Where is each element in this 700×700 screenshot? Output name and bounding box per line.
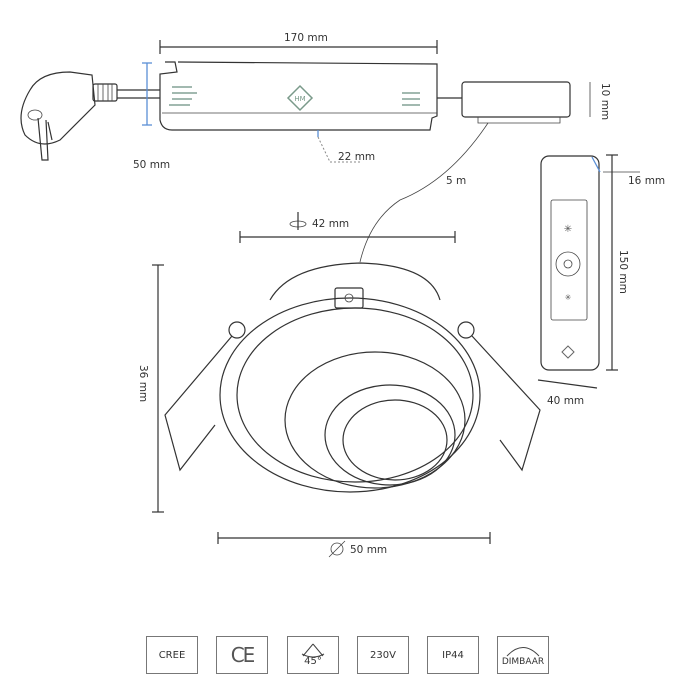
junction-box: 10 mm 5 m [359, 81, 611, 263]
led-driver: 50 mm HM 22 mm [133, 61, 462, 171]
saw-icon [289, 212, 307, 230]
badge-cree: CREE [146, 636, 198, 674]
diameter-icon [328, 540, 346, 558]
driver-length-label: 170 mm [284, 32, 328, 44]
driver-height-label: 50 mm [133, 159, 170, 171]
junction-height-label: 10 mm [599, 83, 611, 120]
badge-ip: IP44 [427, 636, 479, 674]
remote-length-label: 150 mm [617, 250, 629, 294]
voltage-label: 230V [370, 649, 396, 661]
beam-angle-label: 45° [304, 656, 322, 667]
lamp-height-label: 36 mm [137, 365, 149, 402]
cutout-label: 42 mm [312, 218, 349, 230]
svg-text:HM: HM [294, 95, 305, 103]
power-plug [20, 71, 160, 161]
brand-logo: HM [286, 84, 314, 112]
remote-depth-label: 16 mm [628, 175, 665, 187]
badge-ce: CE [216, 636, 268, 674]
badge-voltage: 230V [357, 636, 409, 674]
cutout-dimension: 42 mm [239, 212, 456, 243]
svg-text:✳: ✳ [564, 224, 572, 235]
badge-cree-label: CREE [158, 649, 186, 661]
cable-length-label: 5 m [446, 175, 466, 187]
ce-mark-icon: CE [230, 643, 256, 667]
dimmable-label: DIMBAAR [501, 657, 545, 667]
driver-length-dimension: 170 mm [159, 32, 438, 54]
badge-beam-angle: 45° [287, 636, 339, 674]
dimmer-arc-icon [506, 647, 540, 657]
svg-text:✳: ✳ [565, 293, 572, 302]
remote-width-label: 40 mm [547, 395, 584, 407]
lamp-diameter-label: 50 mm [350, 544, 387, 556]
downlight: 36 mm 50 mm [137, 262, 541, 558]
badge-dimmable: DIMBAAR [497, 636, 549, 674]
ip-label: IP44 [442, 649, 464, 661]
beam-angle-icon [301, 643, 325, 658]
driver-depth-label: 22 mm [338, 151, 375, 163]
remote-control: ✳ ✳ 16 mm 150 mm 40 mm [537, 154, 665, 407]
